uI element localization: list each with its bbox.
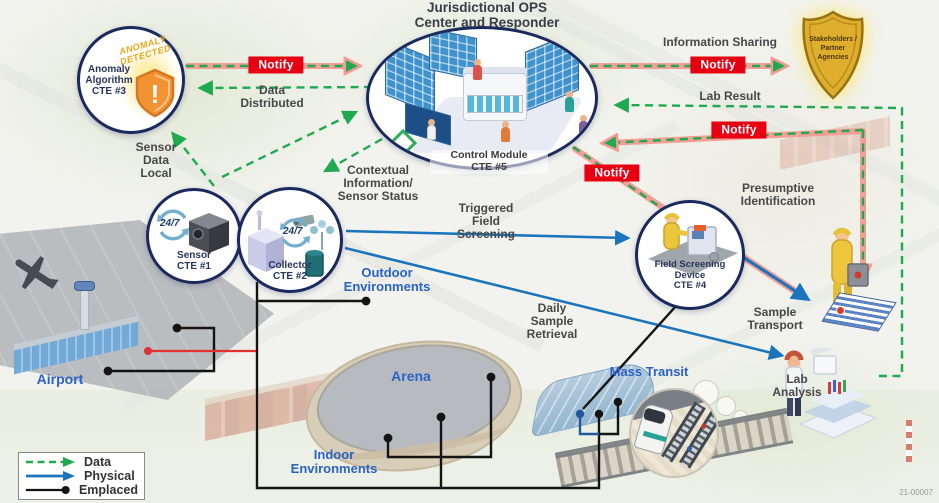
ops-person <box>427 119 436 140</box>
svg-text:!: ! <box>151 79 160 109</box>
label-daily-sample-retrieval: Daily Sample Retrieval <box>526 301 578 341</box>
label-information-sharing: Information Sharing <box>663 35 777 49</box>
legend-row-physical: Physical <box>25 470 138 483</box>
label-contextual-information: Contextual Information/ Sensor Status <box>337 163 419 203</box>
label-outdoor-environments: Outdoor Environments <box>343 265 431 295</box>
label-indoor-environments: Indoor Environments <box>290 447 378 477</box>
24-7-text: 24/7 <box>283 226 303 237</box>
label-arena: Arena <box>391 368 431 384</box>
ops-person <box>473 59 482 80</box>
legend-label-data: Data <box>84 454 112 469</box>
ops-title: Jurisdictional OPS Center and Responder <box>414 0 560 31</box>
ops-person <box>565 91 574 112</box>
emplaced-lines <box>108 282 677 490</box>
sensor-node-label: Sensor CTE #1 <box>177 250 211 273</box>
legend-row-emplaced: Emplaced <box>25 484 138 497</box>
label-sample-transport: Sample Transport <box>747 305 803 332</box>
ops-person <box>579 115 588 136</box>
legend-label-physical: Physical <box>84 468 135 483</box>
stakeholders-badge-text: Stakeholders / Partner Agencies <box>809 36 857 61</box>
sample-courier-figure <box>831 227 869 304</box>
24-7-text: 24/7 <box>160 218 180 229</box>
notify-badge: Notify <box>248 56 304 74</box>
notify-badge: Notify <box>711 121 767 139</box>
mass-transit-inset <box>629 388 719 478</box>
label-airport: Airport <box>36 371 84 387</box>
label-mass-transit: Mass Transit <box>609 364 689 379</box>
physical-line-swatch <box>26 471 75 481</box>
label-lab-result: Lab Result <box>699 89 761 103</box>
watermark: 21-00007 <box>899 488 933 497</box>
legend-label-emplaced: Emplaced <box>78 482 138 497</box>
label-sensor-data-local: Sensor Data Local <box>135 140 177 180</box>
legend-row-data: Data <box>25 456 138 469</box>
data-line-swatch <box>26 457 75 467</box>
notify-badge: Notify <box>584 164 640 182</box>
alert-shield-icon: ! <box>135 68 175 118</box>
anomaly-detected-flash: ANOMALY DETECTED <box>118 33 172 67</box>
ops-person <box>501 121 510 142</box>
control-module-label: Control Module CTE #5 <box>430 149 548 174</box>
field-screening-node <box>635 200 745 310</box>
field-screening-node-label: Field Screening Device CTE #4 <box>654 259 726 292</box>
control-console <box>463 73 527 121</box>
label-lab-analysis: Lab Analysis <box>772 372 822 399</box>
anomaly-node-label: Anomaly Algorithm CTE #3 <box>85 64 133 98</box>
label-triggered-field-screening: Triggered Field Screening <box>456 201 516 241</box>
emplaced-line-swatch <box>25 485 70 495</box>
legend: Data Physical Emplaced <box>18 452 145 500</box>
train-icon <box>633 402 675 456</box>
sensor-device-icon <box>189 213 229 253</box>
collector-node-label: Collector CTE #2 <box>268 260 312 283</box>
escalator <box>661 401 706 463</box>
notify-badge: Notify <box>690 56 746 74</box>
label-presumptive-identification: Presumptive Identification <box>740 181 816 208</box>
label-data-distributed: Data Distributed <box>240 83 304 110</box>
